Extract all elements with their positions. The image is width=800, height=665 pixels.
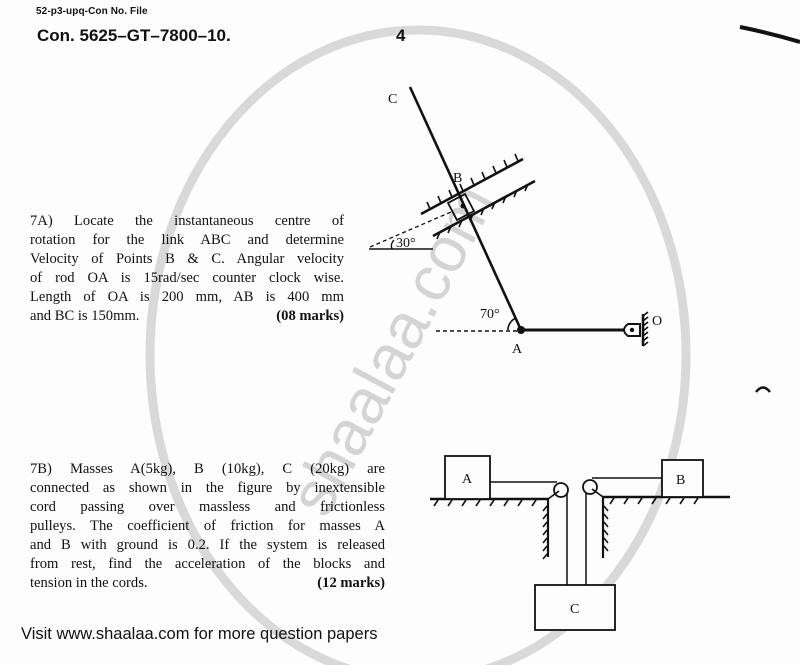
text-line: Velocity of Points B & C. Angular veloci… bbox=[30, 251, 344, 267]
text-line: 7B) Masses A(5kg), B (10kg), C (20kg) ar… bbox=[30, 461, 385, 477]
angle-label-70: 70° bbox=[480, 307, 500, 322]
text-line: and B with ground is 0.2. If the system … bbox=[30, 537, 385, 553]
text-line: of rod OA is 15rad/sec counter clock wis… bbox=[30, 270, 344, 286]
label-b: B bbox=[453, 171, 462, 186]
joint-a bbox=[517, 326, 525, 334]
text-line: rotation for the link ABC and determine bbox=[30, 232, 344, 248]
label-o: O bbox=[652, 314, 662, 329]
pivot-o bbox=[623, 311, 649, 347]
label-c: C bbox=[388, 92, 397, 107]
text-line: pulleys. The coefficient of friction for… bbox=[30, 518, 385, 534]
question-7b-text: 7B) Masses A(5kg), B (10kg), C (20kg) ar… bbox=[30, 460, 385, 593]
incline-reference-line bbox=[369, 211, 452, 248]
label-a: A bbox=[512, 342, 523, 357]
text-line: 7A) Locate the instantaneous centre of bbox=[30, 213, 344, 229]
text-line: from rest, find the acceleration of the … bbox=[30, 556, 385, 572]
angle-arc-30 bbox=[390, 239, 395, 250]
pulley-diagram-7b: A B C bbox=[430, 455, 730, 631]
text-line: tension in the cords. bbox=[30, 575, 148, 591]
page-number: 4 bbox=[396, 26, 406, 45]
footer-promo: Visit www.shaalaa.com for more question … bbox=[21, 625, 378, 643]
file-reference: 52-p3-upq-Con No. File bbox=[36, 6, 148, 17]
mechanism-diagram-7a: C B A O 30° 70° bbox=[369, 86, 662, 357]
text-line: and BC is 150mm. bbox=[30, 308, 140, 324]
marks-label: (12 marks) bbox=[317, 575, 385, 591]
block-b bbox=[661, 459, 704, 498]
text-line: Length of OA is 200 mm, AB is 400 mm bbox=[30, 289, 344, 305]
scan-artifact-mark bbox=[739, 25, 800, 44]
angle-arc-70 bbox=[507, 317, 517, 331]
block-c bbox=[534, 584, 616, 631]
marks-label: (08 marks) bbox=[276, 308, 344, 324]
watermark-ellipse bbox=[145, 25, 691, 665]
block-a-label: A bbox=[462, 472, 473, 487]
block-c-label: C bbox=[570, 602, 579, 617]
block-b-label: B bbox=[676, 473, 685, 488]
text-line: cord passing over massless and frictionl… bbox=[30, 499, 385, 515]
question-7a-text: 7A) Locate the instantaneous centre of r… bbox=[30, 212, 344, 326]
block-a bbox=[444, 455, 491, 500]
link-abc bbox=[408, 86, 523, 331]
paper-code: Con. 5625–GT–7800–10. bbox=[37, 26, 231, 45]
slider-block bbox=[446, 192, 476, 222]
text-line-last: and BC is 150mm. (08 marks) bbox=[30, 307, 344, 326]
text-line-last: tension in the cords. (12 marks) bbox=[30, 574, 385, 593]
scan-artifact-mark bbox=[755, 386, 771, 393]
text-line: connected as shown in the figure by inex… bbox=[30, 480, 385, 496]
slider-guides bbox=[369, 153, 536, 250]
angle-label-30: 30° bbox=[396, 236, 416, 251]
pulley-left bbox=[553, 482, 569, 498]
